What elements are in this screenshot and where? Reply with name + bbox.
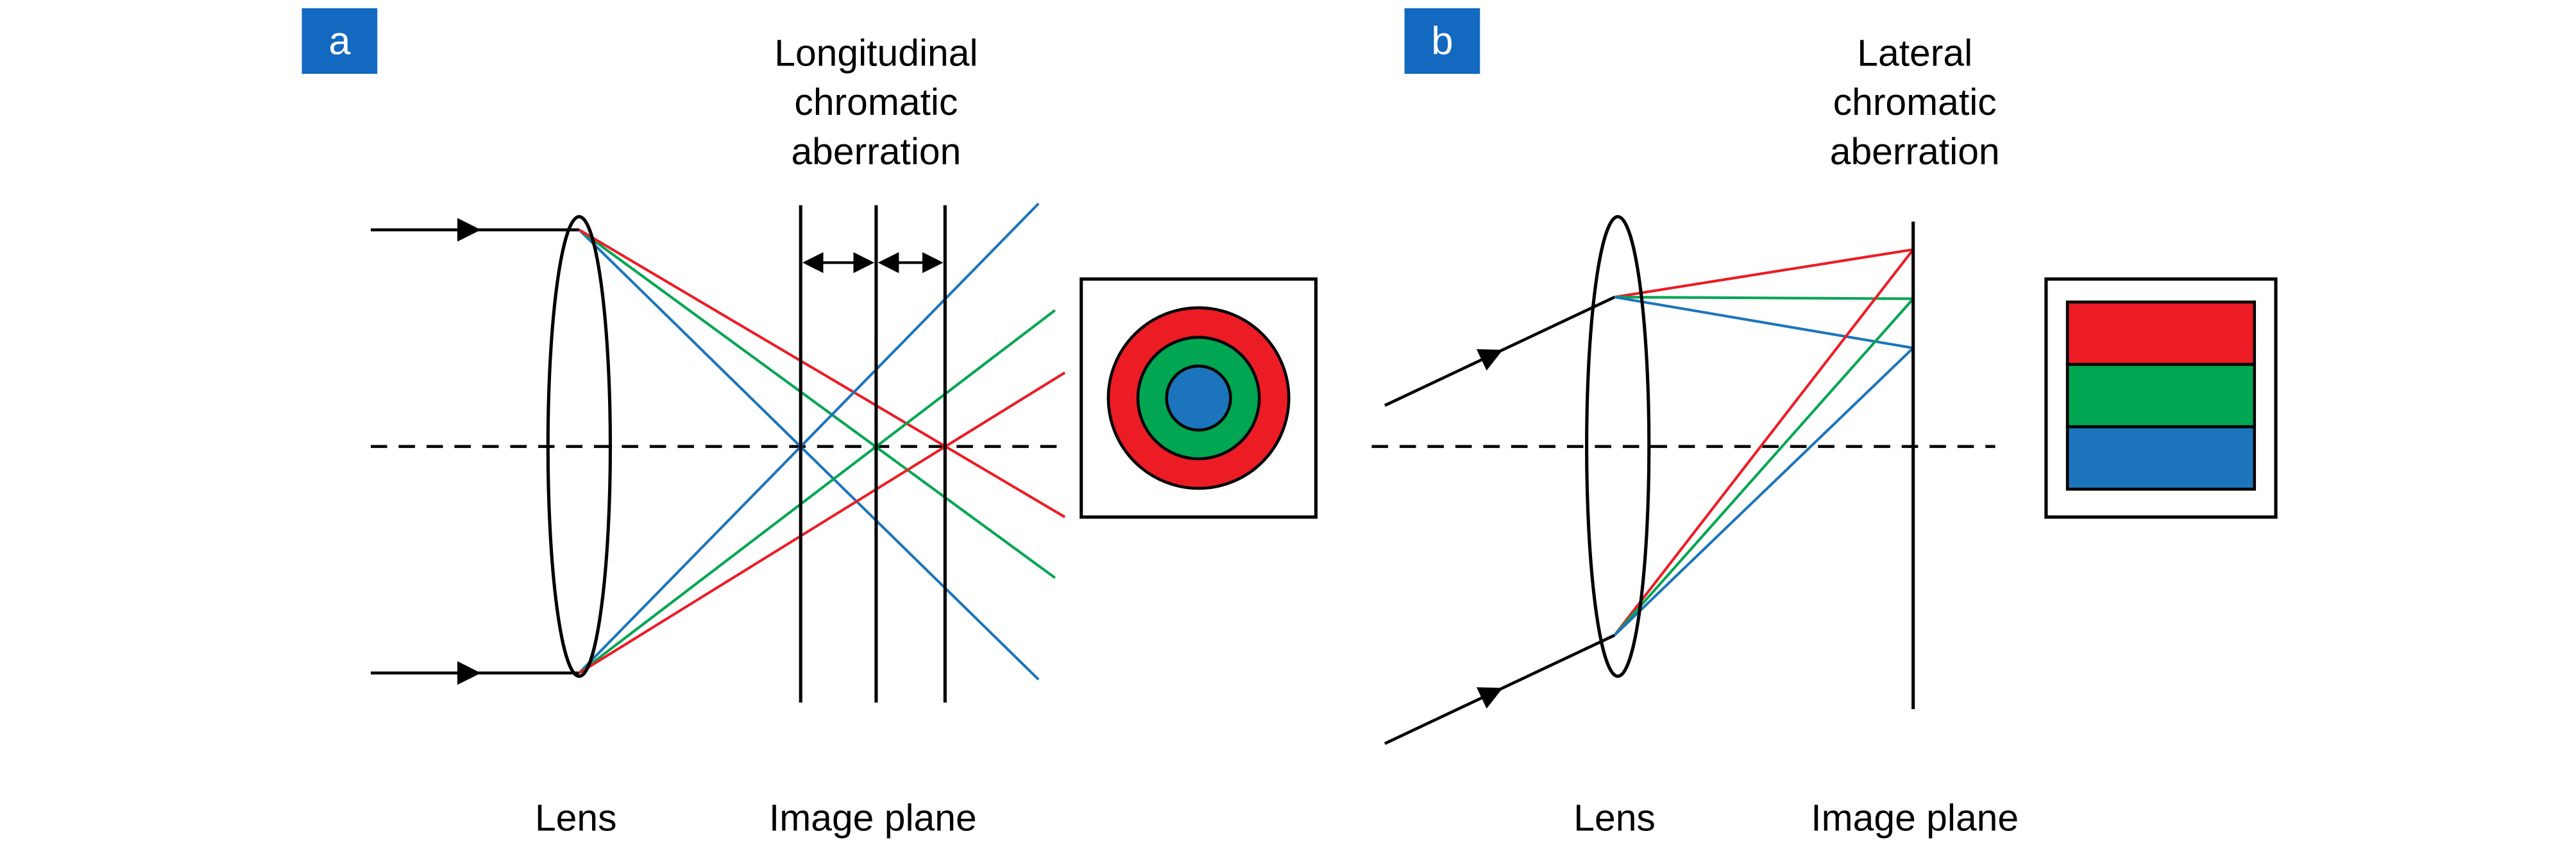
panel-b-badge-label: b <box>1431 19 1453 63</box>
inset-b-blue-bar <box>2065 425 2257 491</box>
ray-green-from-top-a <box>578 228 1056 579</box>
inset-b-green-bar <box>2065 363 2257 429</box>
ray-green-from-bottom-b <box>1613 298 1915 637</box>
panel-a-title-line1: Longitudinal <box>774 32 978 74</box>
panel-a-title-line2: chromatic <box>794 81 958 123</box>
ray-blue-from-bottom-a <box>578 202 1040 674</box>
panel-b-title-line2: chromatic <box>1833 81 1997 123</box>
ray-green-from-top-b <box>1614 295 1913 300</box>
lens-label-a: Lens <box>535 797 617 839</box>
ray-red-from-bottom-a <box>578 371 1066 674</box>
inset-b-red-bar <box>2065 300 2257 366</box>
incoming-ray-top-b <box>1384 295 1616 407</box>
panel-a-badge <box>301 8 378 74</box>
lens-b <box>1585 215 1651 678</box>
inset-a-blue-circle <box>1165 364 1232 432</box>
inset-a <box>1080 277 1318 519</box>
image-plane-label-b: Image plane <box>1811 797 2019 839</box>
ray-red-from-top-b <box>1614 248 1913 299</box>
ray-blue-from-bottom-b <box>1613 346 1915 637</box>
lens-a <box>546 215 613 678</box>
incoming-ray-bottom-b <box>1384 633 1616 745</box>
panel-a-badge-label: a <box>328 19 351 63</box>
panel-a: a Longitudinal chromatic aberration <box>301 8 1318 839</box>
panel-b-badge <box>1404 8 1480 74</box>
panel-b-title-line3: aberration <box>1830 131 2000 173</box>
image-plane-label-a: Image plane <box>769 797 977 839</box>
ray-green-from-bottom-a <box>578 309 1056 674</box>
ray-blue-from-top-a <box>578 228 1040 681</box>
ray-red-from-top-a <box>578 228 1066 518</box>
ray-red-from-bottom-b <box>1613 248 1915 637</box>
inset-b <box>2044 277 2278 519</box>
panel-a-title-line3: aberration <box>791 131 961 173</box>
panel-b-title-line1: Lateral <box>1857 32 1972 74</box>
ray-blue-from-top-b <box>1614 296 1913 350</box>
panel-b: b Lateral chromatic aberration Lens <box>1371 8 2278 839</box>
lens-label-b: Lens <box>1573 797 1656 839</box>
